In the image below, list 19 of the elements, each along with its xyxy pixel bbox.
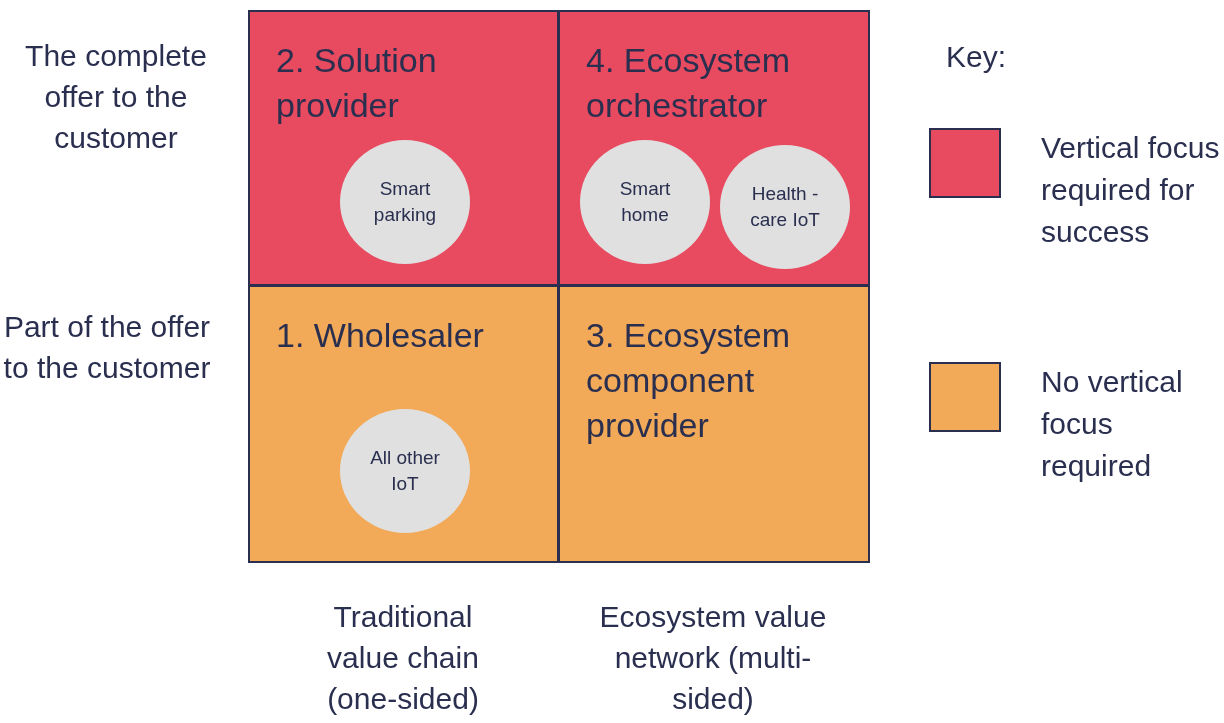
axis-label: Part of the offer to the customer: [2, 309, 212, 386]
axis-label: Ecosystem value network (multi-sided): [598, 599, 828, 717]
legend-label: No vertical focus required: [1041, 364, 1184, 484]
circle-label: All other IoT: [369, 446, 441, 496]
axis-label: The complete offer to the customer: [24, 38, 208, 156]
quadrant-title: 4. Ecosystem orchestrator: [586, 40, 792, 126]
quadrant: [558, 10, 870, 286]
quadrant-title: 2. Solution provider: [276, 40, 438, 126]
quadrant: [248, 285, 559, 563]
circle-label: Health -care IoT: [749, 182, 821, 232]
legend-label: Vertical focus required for success: [1041, 130, 1221, 250]
quadrant: [558, 285, 870, 563]
circle-label: Smart home: [618, 177, 672, 227]
quadrant-title: 1. Wholesaler: [276, 315, 485, 356]
key-heading: Key:: [946, 39, 1008, 75]
circle-label: Smart parking: [372, 177, 438, 227]
axis-label: Traditional value chain (one-sided): [326, 599, 480, 717]
quadrant: [248, 10, 559, 286]
quadrant-title: 3. Ecosystem component provider: [586, 315, 792, 446]
